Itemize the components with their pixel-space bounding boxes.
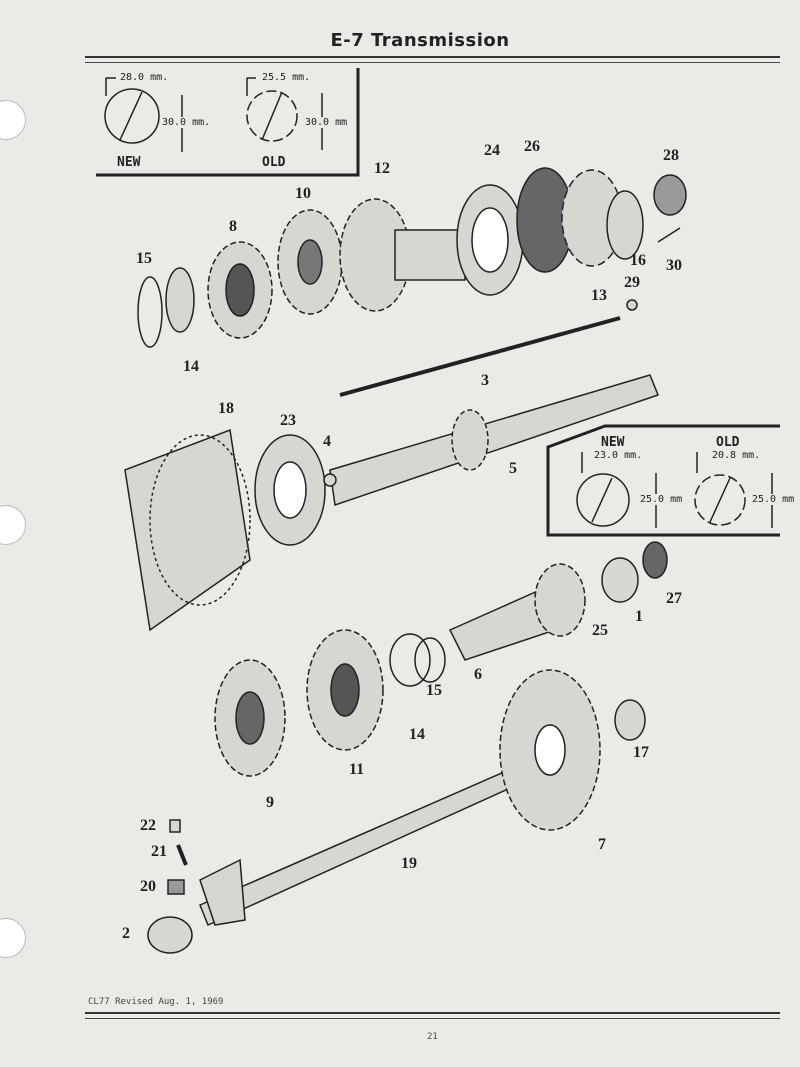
bolt-30 bbox=[657, 227, 681, 243]
callout-10: 10 bbox=[295, 185, 311, 202]
callout-20: 20 bbox=[140, 878, 156, 895]
callout-15-lower: 15 bbox=[426, 682, 442, 699]
callout-21: 21 bbox=[151, 843, 167, 860]
callout-11: 11 bbox=[349, 761, 365, 778]
callout-5: 5 bbox=[509, 460, 517, 477]
callout-28: 28 bbox=[663, 147, 679, 164]
ratchet bbox=[199, 858, 246, 926]
inset-top-new-inner: 28.0 mm. bbox=[120, 72, 169, 83]
callout-17: 17 bbox=[633, 744, 649, 761]
countershaft bbox=[394, 229, 466, 281]
callout-30: 30 bbox=[666, 257, 682, 274]
inset-right-new-label: NEW bbox=[601, 435, 625, 450]
primary-chain bbox=[149, 434, 251, 606]
inset-right-border bbox=[546, 424, 780, 537]
callout-13: 13 bbox=[591, 287, 607, 304]
spline-profile-new-right bbox=[576, 452, 657, 528]
callout-8: 8 bbox=[229, 218, 237, 235]
inset-right-new-outer: 25.0 mm bbox=[640, 494, 683, 505]
callout-12: 12 bbox=[374, 160, 390, 177]
rod-3 bbox=[339, 316, 621, 397]
inset-right-old-label: OLD bbox=[716, 435, 740, 450]
callout-6: 6 bbox=[474, 666, 482, 683]
washer-14-upper bbox=[165, 267, 195, 333]
callout-19: 19 bbox=[401, 855, 417, 872]
spline-profile-new-top bbox=[104, 77, 183, 152]
gear-25 bbox=[534, 563, 586, 637]
part-27 bbox=[642, 541, 668, 579]
spline-profile-old-top bbox=[246, 77, 323, 150]
callout-3: 3 bbox=[481, 372, 489, 389]
callout-26: 26 bbox=[524, 138, 540, 155]
callout-25: 25 bbox=[592, 622, 608, 639]
inset-top-new-outer: 30.0 mm. bbox=[162, 117, 211, 128]
bearing-4 bbox=[323, 473, 337, 487]
inset-right-old-outer: 25.0 mm bbox=[752, 494, 795, 505]
callout-24: 24 bbox=[484, 142, 500, 159]
callout-1: 1 bbox=[635, 608, 643, 625]
bushing-1 bbox=[601, 557, 639, 603]
callout-2: 2 bbox=[122, 925, 130, 942]
plate-16 bbox=[606, 190, 644, 260]
callout-18: 18 bbox=[218, 400, 234, 417]
oil-seal-28 bbox=[653, 174, 687, 216]
callout-29: 29 bbox=[624, 274, 640, 291]
header-rule bbox=[85, 56, 780, 63]
spring-21 bbox=[176, 844, 188, 866]
callout-27: 27 bbox=[666, 590, 682, 607]
callout-16: 16 bbox=[630, 252, 646, 269]
inset-right-old-inner: 20.8 mm. bbox=[712, 450, 761, 461]
pin-22 bbox=[169, 819, 181, 833]
binder-hole-top bbox=[0, 100, 26, 140]
ball-29 bbox=[626, 299, 638, 311]
callout-15-upper: 15 bbox=[136, 250, 152, 267]
washer-14-lower bbox=[389, 633, 431, 687]
inset-top-new-label: NEW bbox=[117, 155, 141, 170]
mainshaft-5 bbox=[329, 374, 659, 507]
callout-14-upper: 14 bbox=[183, 358, 199, 375]
callout-9: 9 bbox=[266, 794, 274, 811]
kickstarter-spindle-19 bbox=[199, 764, 530, 927]
inset-top-old-inner: 25.5 mm. bbox=[262, 72, 311, 83]
callout-23: 23 bbox=[280, 412, 296, 429]
inset-right-new-inner: 23.0 mm. bbox=[594, 450, 643, 461]
part-20 bbox=[167, 879, 185, 895]
inset-top-old-outer: 30.0 mm bbox=[305, 117, 348, 128]
page-number: 21 bbox=[427, 1032, 438, 1042]
callout-7: 7 bbox=[598, 836, 606, 853]
bushing-17 bbox=[614, 699, 646, 741]
inset-top-old-label: OLD bbox=[262, 155, 286, 170]
page-title: E-7 Transmission bbox=[330, 30, 510, 51]
callout-14-lower: 14 bbox=[409, 726, 425, 743]
revision-note: CL77 Revised Aug. 1, 1969 bbox=[88, 997, 224, 1007]
callout-4: 4 bbox=[323, 433, 331, 450]
part-2 bbox=[147, 916, 193, 954]
callout-22: 22 bbox=[140, 817, 156, 834]
circlip-15-upper bbox=[137, 276, 163, 348]
circlip-15-lower bbox=[414, 637, 446, 683]
footer-rule bbox=[85, 1012, 780, 1019]
inset-top-border bbox=[96, 68, 360, 177]
spline-profile-old-right bbox=[694, 452, 773, 528]
clutch-outer-18 bbox=[124, 428, 251, 632]
